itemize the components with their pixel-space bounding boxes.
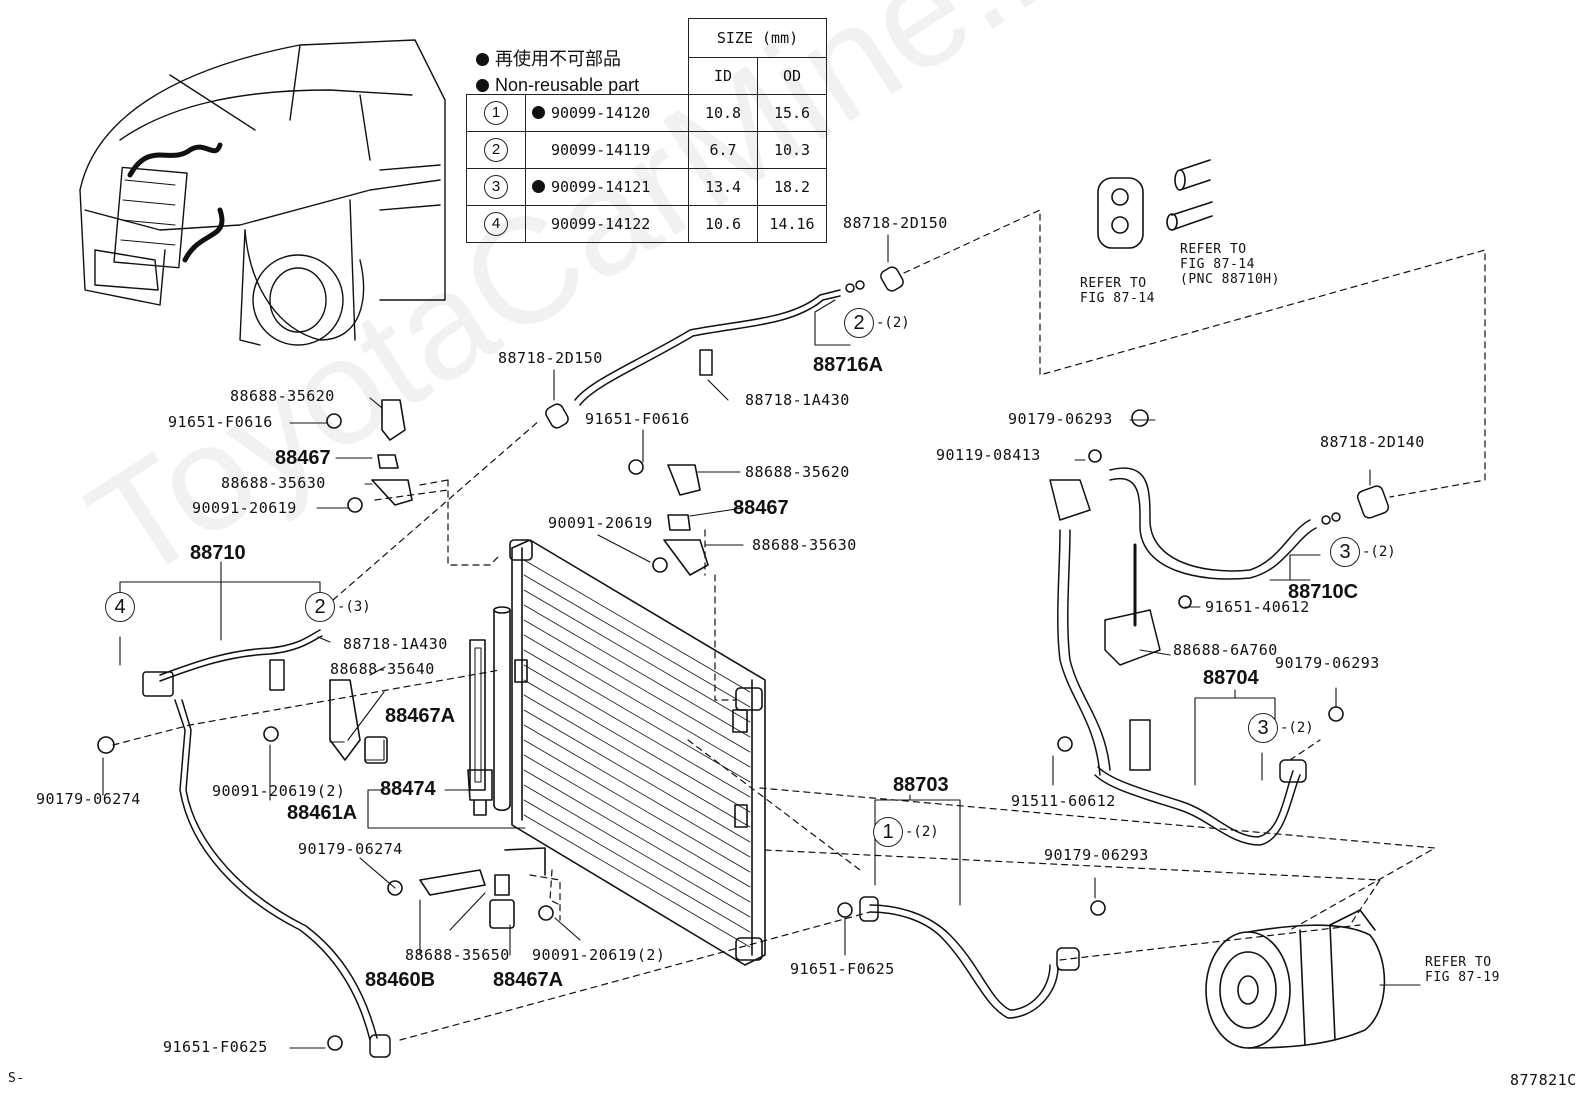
vehicle-sketch [79,39,446,346]
part-label: 90091-20619(2) [212,782,346,800]
part-label: 88718-2D140 [1320,433,1425,451]
od-value: 14.16 [757,205,827,243]
non-reusable-dot-icon [476,79,489,92]
size-header: SIZE (mm) [688,18,827,58]
part-label: 91651-F0625 [163,1038,268,1056]
part-label: 88688-35650 [405,946,510,964]
od-value: 10.3 [757,131,827,169]
part-label: 88703 [893,774,949,796]
callout-qty: -(3) [337,599,371,615]
callout-qty: -(2) [876,315,910,331]
od-value: 18.2 [757,168,827,206]
id-value: 6.7 [688,131,758,169]
row-number: 3 [484,175,508,199]
part-label: 91651-F0616 [585,410,690,428]
part-label: 91651-F0616 [168,413,273,431]
part-label: 90179-06274 [36,790,141,808]
part-label: 90119-08413 [936,446,1041,464]
part-label: 88704 [1203,667,1259,689]
callout-number: 3 [1330,537,1360,567]
size-table: SIZE (mm) ID OD 1 90099-14120 10.8 15.6 … [466,18,827,243]
od-value: 15.6 [757,94,827,132]
condenser-fins [523,559,751,948]
part-label: 88460B [365,969,436,991]
part-label: 88461A [287,802,358,824]
row-number: 2 [484,138,508,162]
part-label: 91651-F0625 [790,960,895,978]
callout-qty: -(2) [1362,544,1396,560]
callout-qty: -(2) [905,824,939,840]
part-label: 88467A [493,969,564,991]
legend-jp: 再使用不可部品 [495,49,621,69]
part-label: 90179-06293 [1008,410,1113,428]
callout-qty: -(2) [1280,720,1314,736]
part-label: 90179-06293 [1275,654,1380,672]
part-label: 90179-06274 [298,840,403,858]
part-label: 90179-06293 [1044,846,1149,864]
id-value: 10.6 [688,205,758,243]
pipes [142,266,1390,1058]
part-label: 88716A [813,354,884,376]
dashed-guides [112,209,1486,1041]
part-label: 88688-35620 [230,387,335,405]
refer-note: REFER TO FIG 87-19 [1425,955,1500,985]
part-number: 90099-14121 [551,178,651,196]
part-number: 90099-14119 [551,141,651,159]
part-label: 90091-20619 [548,514,653,532]
part-label: 88474 [380,778,436,800]
part-label: 91651-40612 [1205,598,1310,616]
compressor [1205,909,1386,1049]
part-label: 88710C [1288,581,1359,603]
part-number: 90099-14120 [551,104,651,122]
callout-number: 4 [105,592,135,622]
non-reusable-dot-icon [532,106,545,119]
non-reusable-dot-icon [532,180,545,193]
legend-en: Non-reusable part [495,75,640,95]
part-label: 91511-60612 [1011,792,1116,810]
part-label: 88718-2D150 [843,214,948,232]
hardware [97,399,1344,1051]
col-od-header: OD [757,57,827,95]
part-label: 88688-35630 [752,536,857,554]
table-row: 4 90099-14122 10.6 14.16 [466,205,827,243]
table-row: 3 90099-14121 13.4 18.2 [466,168,827,206]
callout-number: 2 [844,308,874,338]
table-row: 2 90099-14119 6.7 10.3 [466,131,827,169]
part-number: 90099-14122 [551,215,651,233]
row-number: 1 [484,101,508,125]
part-label: 90091-20619(2) [532,946,666,964]
legend: 再使用不可部品 Non-reusable part [476,46,639,98]
id-value: 10.8 [688,94,758,132]
callout-number: 1 [873,817,903,847]
part-label: 88467 [733,497,789,519]
callout-number: 3 [1248,713,1278,743]
callout-number: 2 [305,592,335,622]
part-label: 88688-35630 [221,474,326,492]
part-label: 88688-6A760 [1173,641,1278,659]
table-row: 1 90099-14120 10.8 15.6 [466,94,827,132]
leader-lines [102,234,1421,1049]
col-id-header: ID [688,57,758,95]
row-number: 4 [484,212,508,236]
part-label: 88718-2D150 [498,349,603,367]
part-label: 88467A [385,705,456,727]
corner-mark: S- [8,1071,25,1086]
reference-fittings [1097,159,1213,249]
part-label: 88688-35640 [330,660,435,678]
part-label: 88467 [275,447,331,469]
part-label: 88718-1A430 [343,635,448,653]
refer-note: REFER TO FIG 87-14 (PNC 88710H) [1180,242,1280,287]
part-label: 88688-35620 [745,463,850,481]
figure-code: 877821C [1510,1071,1577,1089]
condenser [467,539,766,966]
part-label: 88718-1A430 [745,391,850,409]
part-label: 88710 [190,542,246,564]
non-reusable-dot-icon [476,53,489,66]
part-label: 90091-20619 [192,499,297,517]
id-value: 13.4 [688,168,758,206]
refer-note: REFER TO FIG 87-14 [1080,276,1155,306]
